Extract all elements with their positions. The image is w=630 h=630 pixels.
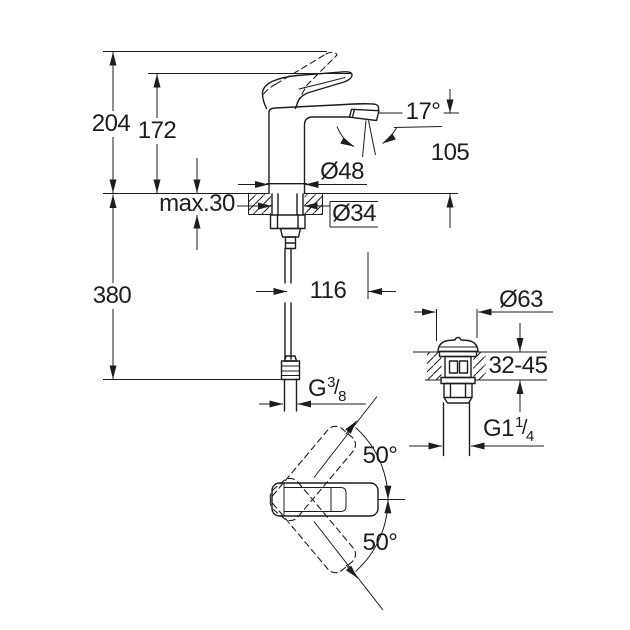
dim-body-diameter: Ø48: [320, 158, 364, 185]
supply-thread-denominator: 8: [338, 388, 346, 405]
dimension-lines: [109, 52, 553, 579]
dim-waste-flange-diameter: Ø63: [499, 286, 543, 313]
dim-waste-thread: G11/4: [483, 414, 534, 445]
handle-top-view: [269, 425, 379, 574]
dim-handle-swing-down: 50°: [362, 529, 398, 556]
drain-view: [437, 336, 479, 457]
dim-handle-top-height: 172: [134, 118, 180, 144]
dim-below-deck-depth: 380: [89, 283, 135, 309]
supply-thread-prefix: G: [308, 375, 327, 402]
deck-hatching: [249, 194, 487, 380]
dim-spout-reach: 116: [306, 278, 350, 304]
dim-max-deck-thickness: max.30: [159, 190, 235, 217]
dim-handle-swing-up: 50°: [362, 442, 398, 469]
dim-supply-thread: G3/8: [308, 374, 346, 405]
waste-thread-prefix: G1: [483, 415, 515, 442]
dim-overall-height: 204: [88, 111, 134, 137]
waste-thread-numerator: 1: [515, 414, 523, 431]
dim-spout-height: 105: [430, 139, 470, 166]
dim-waste-deck-range: 32-45: [485, 353, 551, 379]
supply-thread-numerator: 3: [327, 374, 336, 391]
waste-thread-denominator: 4: [525, 428, 534, 445]
faucet-side-view: [261, 51, 380, 412]
dim-spray-angle: 17°: [402, 99, 444, 125]
dim-hole-diameter: Ø34: [332, 200, 376, 227]
